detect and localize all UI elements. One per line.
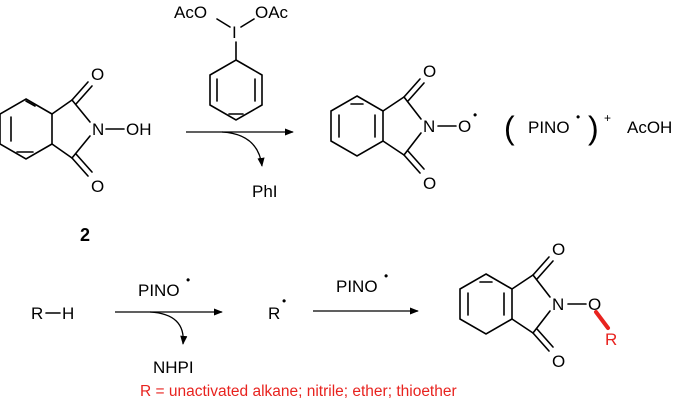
- reagent-acetate-left: AcO: [174, 3, 207, 22]
- reaction-arrow-2: PINO • NHPI: [115, 273, 223, 377]
- arrow2-byproduct: NHPI: [153, 358, 194, 377]
- pida-reagent: AcO I OAc: [174, 3, 289, 121]
- compound-number: 2: [80, 225, 90, 245]
- reagent-acetate-right: OAc: [255, 3, 289, 22]
- pino-structure: O O N O •: [330, 62, 477, 193]
- substrate-h: H: [62, 304, 74, 323]
- arrow2-reagent-dot: •: [186, 273, 190, 287]
- product-o-label: O: [588, 295, 601, 314]
- paren-left: (: [504, 110, 515, 146]
- substrate-rh: R H: [31, 304, 74, 323]
- product-r-label: R: [605, 330, 617, 349]
- product-n-label: N: [552, 295, 564, 314]
- paren-right: ): [588, 110, 599, 146]
- nhpi-n-label: N: [92, 120, 104, 139]
- arrow3-reagent: PINO: [336, 277, 378, 296]
- nhpi-oh-label: OH: [126, 120, 152, 139]
- substituent-footnote: R = unactivated alkane; nitrile; ether; …: [140, 383, 457, 400]
- alkyl-radical: R •: [268, 294, 286, 323]
- byproduct-phi: PhI: [252, 182, 278, 201]
- arrow3-reagent-dot: •: [384, 269, 388, 283]
- plus-sign: +: [604, 111, 611, 125]
- reaction-arrow-3: PINO •: [313, 269, 419, 315]
- pino-radical-dot: •: [473, 108, 477, 122]
- pino-o-label: O: [458, 117, 471, 136]
- acoh-label: AcOH: [627, 118, 672, 137]
- radical-r: R: [268, 304, 280, 323]
- product-carbonyl-bottom-label: O: [552, 352, 565, 371]
- nhpi-carbonyl-bottom-label: O: [91, 177, 104, 196]
- nhpi-structure: O O N OH 2: [0, 65, 152, 245]
- pino-carbonyl-top-label: O: [423, 62, 436, 81]
- arrow2-reagent: PINO: [138, 281, 180, 300]
- product-structure: O O N O R: [459, 240, 617, 371]
- product-carbonyl-top-label: O: [552, 240, 565, 259]
- pino-abbrev-dot: •: [576, 110, 580, 124]
- pino-abbrev-label: PINO: [528, 118, 570, 137]
- reaction-arrow-1: PhI: [186, 128, 294, 201]
- pino-n-label: N: [423, 117, 435, 136]
- reagent-iodine: I: [232, 23, 237, 42]
- pino-carbonyl-bottom-label: O: [423, 174, 436, 193]
- pino-abbreviation: ( PINO • ) + AcOH: [504, 110, 672, 146]
- radical-r-dot: •: [282, 294, 286, 308]
- substrate-r: R: [31, 304, 43, 323]
- nhpi-carbonyl-top-label: O: [91, 65, 104, 84]
